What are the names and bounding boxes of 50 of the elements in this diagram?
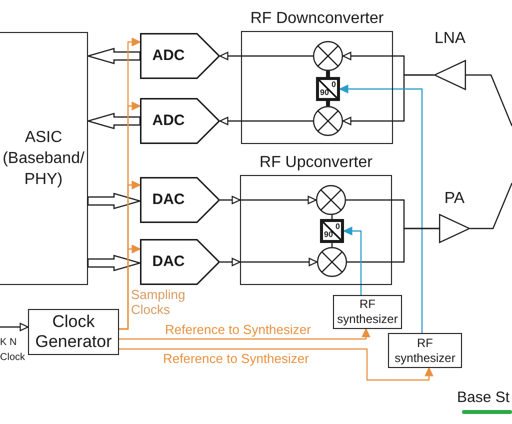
connector-line (326, 71, 330, 77)
converter-label: DAC (152, 191, 185, 209)
phase-label: 90 (320, 89, 329, 97)
block-title: RF Upconverter (260, 153, 372, 173)
block-label: ASIC (Baseband/ PHY) (2, 128, 86, 190)
note-text: Base St (457, 389, 510, 407)
bus-arrow (87, 254, 142, 272)
converter-label: ADC (152, 47, 185, 65)
phase-shifter-block (316, 77, 340, 101)
arrow (339, 84, 423, 333)
bus-arrow (86, 48, 141, 64)
mixer-symbol (313, 41, 343, 71)
mixer-symbol (313, 106, 343, 136)
arrow (119, 244, 141, 330)
note-text: Sampling Clocks (131, 287, 186, 317)
phase-shifter-block (320, 219, 344, 243)
connector-line (466, 74, 512, 126)
amplifier-label: PA (444, 190, 465, 208)
asic-block (0, 32, 88, 285)
block-title: RF Downconverter (250, 9, 384, 29)
connector-line (347, 228, 439, 263)
arrow (343, 226, 362, 295)
block-label: RF synthesizer (336, 297, 399, 327)
mixer-symbol (317, 247, 347, 277)
phase-label: 0 (336, 223, 340, 231)
phase-label: 0 (332, 81, 336, 89)
arrow (219, 116, 313, 126)
amplifier-label: LNA (434, 30, 466, 48)
clock-generator-block (28, 309, 119, 355)
arrow (220, 258, 317, 266)
arrow (119, 328, 370, 340)
edge-label: Reference to Synthesizer (163, 351, 309, 366)
arrow (342, 74, 434, 126)
connector-line (470, 182, 512, 230)
bus-arrow (87, 192, 142, 210)
arrow (220, 196, 316, 204)
bus-arrow (86, 112, 141, 130)
arrow (219, 52, 313, 60)
edge-label: Reference to Synthesizer (165, 322, 311, 337)
block-label: Clock Generator (34, 312, 113, 352)
converter-label: ADC (152, 112, 185, 130)
block-label: RF synthesizer (394, 336, 456, 366)
converter-label: DAC (152, 253, 185, 271)
arrow (0, 322, 29, 332)
phase-label: 90 (324, 231, 333, 239)
synthesizer-block (388, 333, 462, 368)
connector-line (326, 101, 330, 106)
note-text: K N Clock (0, 336, 26, 365)
mixer-symbol (316, 185, 346, 215)
arrow (119, 348, 434, 381)
